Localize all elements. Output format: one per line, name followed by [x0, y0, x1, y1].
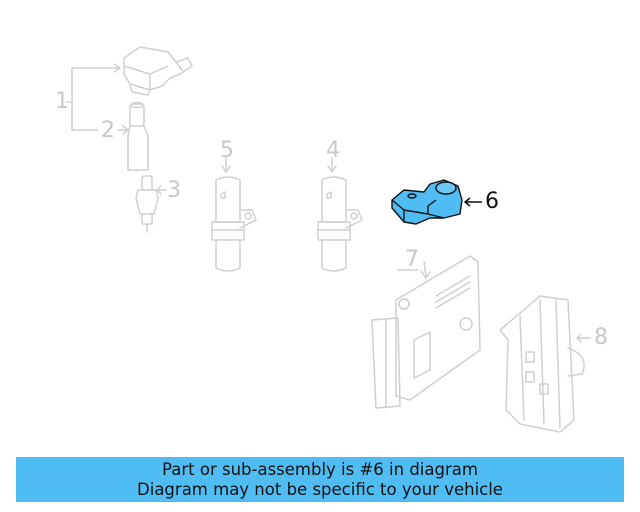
- banner-line-1: Part or sub-assembly is #6 in diagram: [162, 459, 478, 479]
- sensor-5-icon: [211, 157, 257, 272]
- callout-6[interactable]: 6: [485, 189, 499, 214]
- coil-boot-icon: [127, 101, 149, 171]
- sensor-4-icon: [317, 157, 363, 272]
- callout-8[interactable]: 8: [594, 325, 608, 350]
- callout-4[interactable]: 4: [326, 138, 340, 163]
- callout-7[interactable]: 7: [405, 247, 419, 272]
- ignition-coil-icon: [123, 46, 193, 96]
- callout-5[interactable]: 5: [220, 138, 234, 163]
- highlighted-part-6-icon: [391, 179, 463, 225]
- callout-3[interactable]: 3: [167, 178, 181, 203]
- callout-2[interactable]: 2: [101, 118, 115, 143]
- callout-1-bracket: [71, 67, 119, 103]
- spark-plug-icon: [135, 175, 159, 233]
- banner-line-2: Diagram may not be specific to your vehi…: [137, 479, 503, 499]
- ecm-bracket-icon: [499, 295, 585, 433]
- parts-diagram: [65, 46, 591, 433]
- engine-control-module-icon: [371, 255, 481, 409]
- info-banner: Part or sub-assembly is #6 in diagram Di…: [16, 457, 624, 502]
- callout-1[interactable]: 1: [55, 89, 69, 114]
